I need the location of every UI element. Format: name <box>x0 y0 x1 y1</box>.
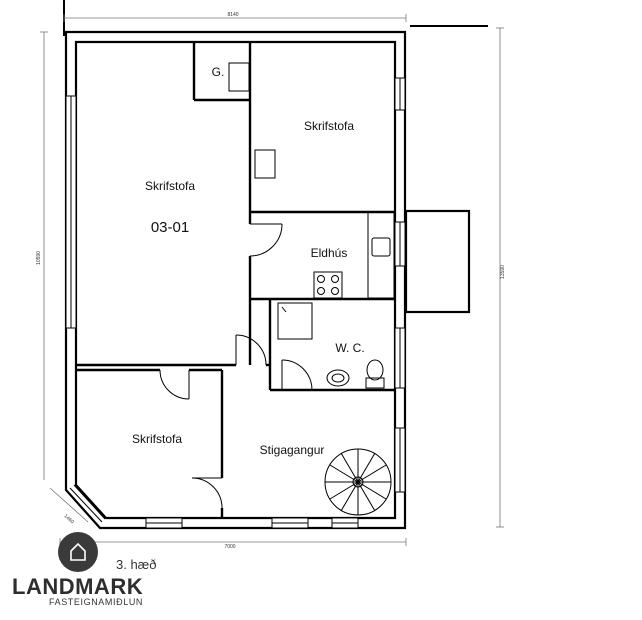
windows <box>65 77 406 529</box>
house-icon <box>58 532 98 572</box>
spiral-staircase <box>324 448 392 516</box>
room-label-closet: G. <box>212 65 225 79</box>
doors <box>159 223 313 509</box>
dimension-bottom: 7000 <box>59 538 407 550</box>
kitchen-fixtures <box>313 211 395 299</box>
room-label-stairwell: Stigagangur <box>260 443 325 457</box>
window-diagonal <box>69 487 103 523</box>
room-label-office-bottom-left: Skrifstofa <box>132 432 182 446</box>
brand-name: LANDMARK <box>12 574 144 599</box>
cabinet <box>254 149 276 179</box>
balcony <box>404 209 471 314</box>
wc-fixtures <box>277 302 385 389</box>
room-label-office-main: Skrifstofa <box>145 179 195 193</box>
cabinet <box>228 62 250 92</box>
dimension-right-label: 13590 <box>500 265 506 279</box>
dimension-left: 10590 <box>36 31 48 480</box>
floor-label: 3. hæð <box>116 557 157 572</box>
dimension-left-label: 10590 <box>36 251 42 265</box>
room-label-kitchen: Eldhús <box>311 246 348 260</box>
room-label-wc: W. C. <box>335 341 364 355</box>
brand-tagline: FASTEIGNAMIÐLUN <box>49 597 144 607</box>
outer-wall <box>64 30 407 530</box>
room-label-office-top-right: Skrifstofa <box>304 119 354 133</box>
dimension-top-label: 8140 <box>227 12 238 18</box>
dimension-diagonal-label: 1460 <box>63 513 75 525</box>
room-number: 03-01 <box>151 219 189 236</box>
dimension-right: 13590 <box>496 27 506 528</box>
window-diagonal <box>73 484 106 520</box>
dimension-top: 8140 <box>63 12 407 22</box>
interior-walls <box>76 42 395 518</box>
inner-wall <box>74 40 397 520</box>
dimension-bottom-label: 7000 <box>224 544 235 550</box>
